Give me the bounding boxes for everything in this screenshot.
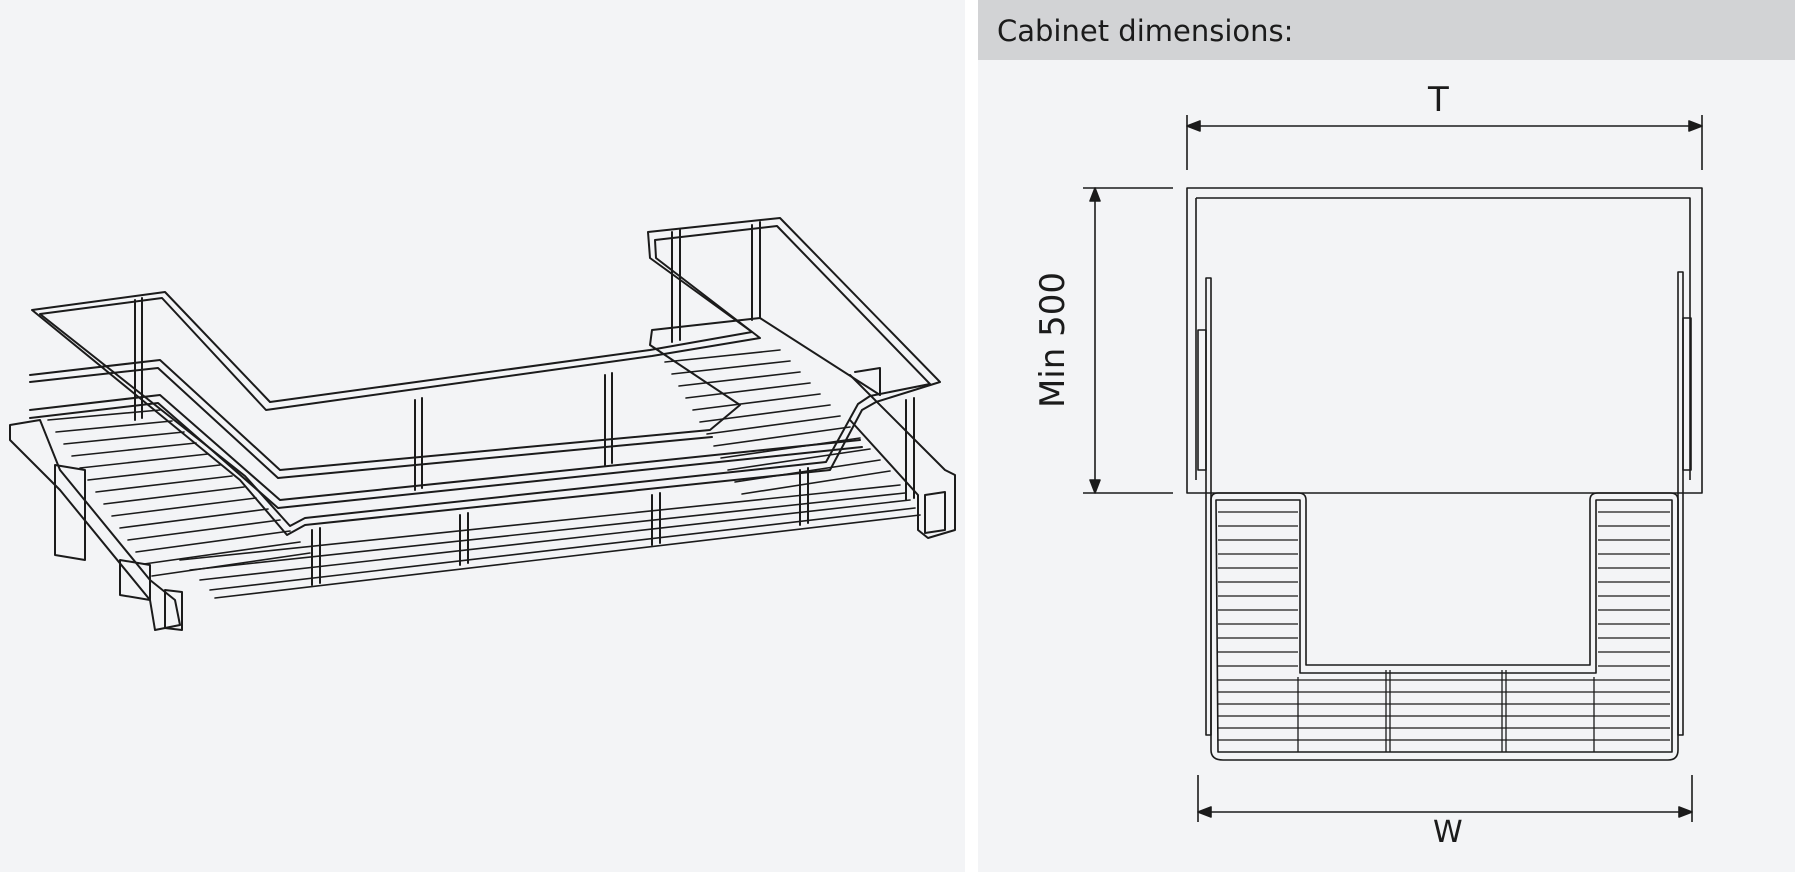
header-bar: Cabinet dimensions: [978,0,1795,60]
basket-support-wires [1297,670,1595,752]
basket-perspective-panel [0,0,965,872]
basket-slats-right [1598,511,1670,667]
basket-perspective-drawing [9,217,956,631]
dimension-min-500-label: Min 500 [1033,271,1073,409]
cabinet-dimensions-panel: Cabinet dimensions: [978,0,1795,872]
basket-slats-bottom [1218,679,1670,741]
page-title: Cabinet dimensions: [997,14,1294,48]
basket-floor-rails [179,484,921,599]
dimension-w [1197,775,1693,822]
basket-floor-grid-right [664,349,891,495]
dimension-t-label: T [1428,80,1449,120]
basket-posts [134,221,915,586]
basket-slats-left [1218,511,1298,667]
left-runner [9,419,183,631]
dimension-t [1186,115,1703,170]
basket-middle-rim [29,317,881,509]
dimension-min-500 [1083,187,1173,494]
cabinet-outline [1186,187,1703,494]
dimension-w-label: W [1433,815,1463,850]
basket-top-outline [1210,492,1679,761]
basket-top-rim [31,217,941,536]
right-runner [849,367,956,539]
basket-floor-grid-left [47,409,311,577]
basket-top-view-drawing [1083,115,1703,822]
